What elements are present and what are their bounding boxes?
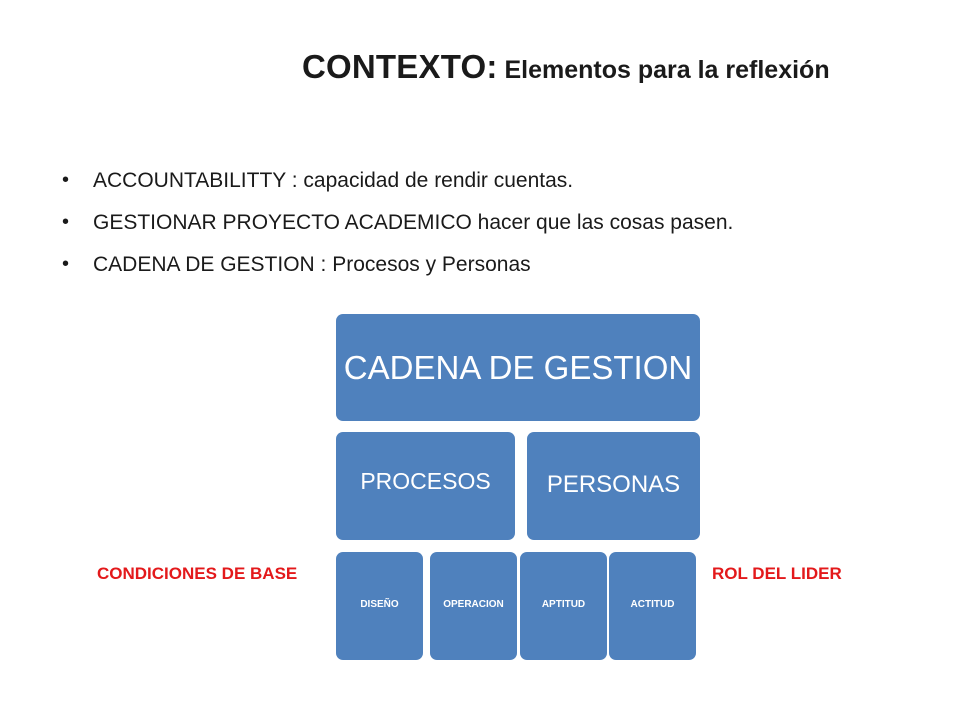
bullet-item: • GESTIONAR PROYECTO ACADEMICO hacer que… <box>62 202 733 244</box>
diagram-root-box: CADENA DE GESTION <box>336 314 700 421</box>
bullet-dot-icon: • <box>62 253 70 275</box>
bullet-item: • CADENA DE GESTION : Procesos y Persona… <box>62 244 733 286</box>
bullet-item: • ACCOUNTABILITTY : capacidad de rendir … <box>62 160 733 202</box>
slide-title: CONTEXTO: Elementos para la reflexión <box>302 48 830 86</box>
title-main: CONTEXTO: <box>302 48 498 85</box>
diagram-leaf-diseno: DISEÑO <box>336 552 423 660</box>
bullet-dot-icon: • <box>62 169 70 191</box>
label-rol-del-lider: ROL DEL LIDER <box>712 564 842 583</box>
bullet-text: CADENA DE GESTION : Procesos y Personas <box>93 253 531 276</box>
bullet-dot-icon: • <box>62 211 70 233</box>
bullet-text: GESTIONAR PROYECTO ACADEMICO hacer que l… <box>93 211 734 234</box>
diagram-leaf-actitud: ACTITUD <box>609 552 696 660</box>
title-subtitle: Elementos para la reflexión <box>497 56 830 84</box>
label-condiciones-de-base: CONDICIONES DE BASE <box>97 564 298 583</box>
diagram-branch-personas: PERSONAS <box>527 432 700 540</box>
diagram-leaf-aptitud: APTITUD <box>520 552 607 660</box>
bullet-list: • ACCOUNTABILITTY : capacidad de rendir … <box>62 160 733 286</box>
diagram-leaf-operacion: OPERACION <box>430 552 517 660</box>
bullet-text: ACCOUNTABILITTY : capacidad de rendir cu… <box>93 169 574 192</box>
diagram-branch-procesos: PROCESOS <box>336 432 515 540</box>
